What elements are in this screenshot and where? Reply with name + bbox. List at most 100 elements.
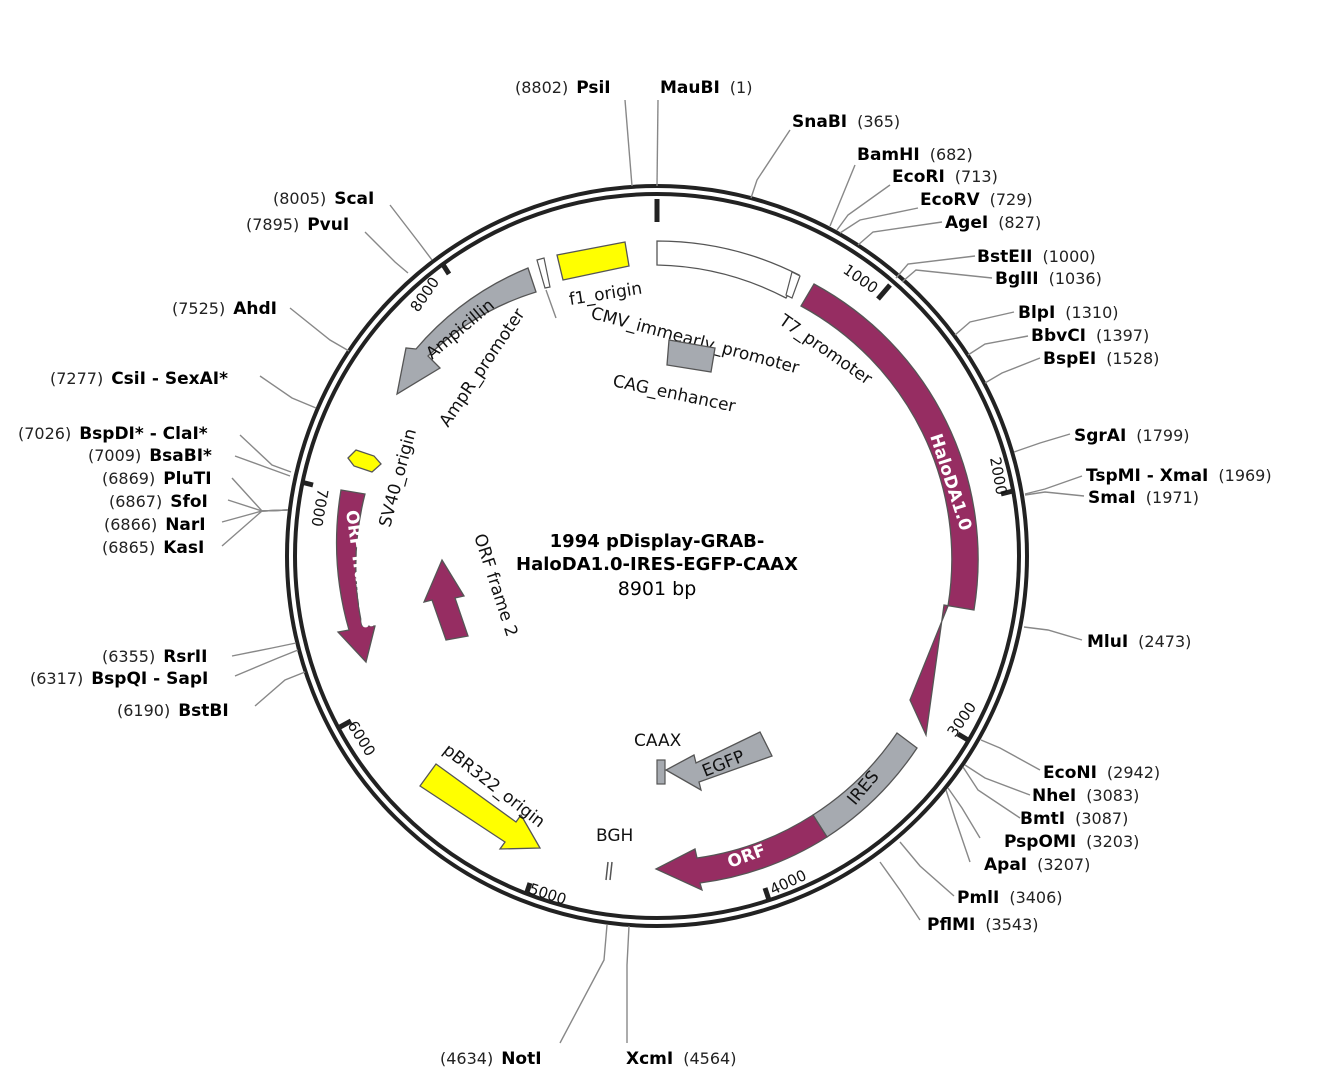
leader-bspei [984,357,1041,384]
site-pspomi: PspOMI(3203) [1004,832,1139,852]
site-ecori: EcoRI(713) [892,167,998,187]
t7-promoter-marker [785,271,801,299]
leader-ecori [836,184,891,231]
site-tspmi-xmai: TspMI - XmaI(1969) [1086,466,1272,486]
leader-bbvci [967,335,1029,356]
site-nari: (6866)NarI [104,515,206,535]
site-bspqi-sapi: (6317)BspQI - SapI [30,669,208,689]
orf-frame2-label: ORF frame 2 [469,531,521,639]
tick-6000 [338,718,353,730]
tick-label-7000: 7000 [307,487,331,528]
site-bsabi: (7009)BsaBI* [88,446,212,466]
site-noti: (4634)NotI [440,1049,542,1069]
leader-sgrai [1013,433,1071,453]
leader-ecorv [839,207,919,234]
leader-bstbi [254,671,306,707]
leader-noti [559,924,608,1044]
cag-enhancer-box [666,339,716,373]
site-pluti: (6869)PluTI [102,469,212,489]
leader-bmti [962,766,1021,819]
site-csii-sexai: (7277)CsiI - SexAI* [50,369,228,389]
site-blpi: BlpI(1310) [1018,303,1118,323]
plasmid-length: 8901 bp [618,578,697,600]
leader-sfoi [227,499,289,512]
tick-2000 [1000,488,1014,497]
cag-enhancer-label: CAG_enhancer [611,371,737,417]
site-bspei: BspEI(1528) [1043,349,1159,369]
site-pmli: PmlI(3406) [957,888,1063,908]
cmv-promoter-arrow [656,240,800,299]
site-econi: EcoNI(2942) [1043,763,1160,783]
leader-snabi [750,129,791,199]
leader-pspomi [947,787,981,839]
site-rsrii: (6355)RsrII [102,647,207,667]
ampr-promoter-marker [536,257,551,289]
leader-pvui [364,231,409,274]
site-bamhi: BamHI(682) [857,145,973,165]
site-bglii: BglII(1036) [995,269,1102,289]
site-leaders [221,99,1085,1044]
ampr-promoter-leader [545,289,557,319]
sv40-origin-label: SV40_origin [376,427,421,530]
leader-tspmi [1024,475,1083,495]
leader-pluti [231,477,289,512]
tick-label-6000: 6000 [344,718,380,760]
site-sgrai: SgrAI(1799) [1074,426,1189,446]
site-apai: ApaI(3207) [984,855,1090,875]
site-kasi: (6865)KasI [102,538,204,558]
caax-marker [656,759,666,785]
tick-3000 [956,731,970,743]
leader-kasi [221,509,289,547]
leader-agei [857,221,943,246]
position-ticks [300,199,1014,901]
leader-econi [980,739,1041,771]
egfp-arrow [664,731,773,792]
leader-scai [389,204,433,261]
sv40-origin-arrow [347,449,382,473]
pbr322-origin-arrow [419,763,542,850]
site-bsteii: BstEII(1000) [977,247,1096,267]
tick-1000 [876,283,892,301]
site-pvui: (7895)PvuI [246,215,349,235]
orf-arrow [654,814,828,892]
site-smai: SmaI(1971) [1088,488,1199,508]
bgh-marker-b [609,861,613,881]
leader-blpi [954,311,1015,336]
leader-csii [259,375,317,409]
f1-origin-arrow [556,241,630,281]
site-bmti: BmtI(3087) [1020,809,1128,829]
site-ecorv: EcoRV(729) [920,190,1033,210]
tick-4000 [762,887,772,901]
orf-frame2-arrow [422,558,469,641]
leader-bglii [901,269,993,283]
leader-nari [221,509,289,523]
site-mlui: MluI(2473) [1087,632,1191,652]
leader-ahdi [289,307,350,352]
f1-origin-label: f1_origin [568,279,644,310]
tick-label-3000: 3000 [944,699,981,741]
halo-da-arrow [800,283,979,738]
site-sfoi: (6867)SfoI [109,492,208,512]
site-nhei: NheI(3083) [1032,786,1139,806]
plasmid-title-line1: 1994 pDisplay-GRAB- [550,531,765,552]
leader-pmli [899,841,955,897]
leader-nhei [964,764,1031,796]
leader-bamhi [829,164,856,227]
caax-label: CAAX [634,731,682,751]
orf-frame3-arrow [335,489,376,664]
ampicillin-arrow [396,267,537,396]
site-bspdi-clai: (7026)BspDI* - ClaI* [18,424,208,444]
leader-maubi [656,99,659,187]
leader-bsabi [234,455,291,477]
tick-7000 [300,479,314,488]
site-pflmi: PflMI(3543) [927,915,1039,935]
site-snabi: SnaBI(365) [792,112,900,132]
plasmid-title-line2: HaloDA1.0-IRES-EGFP-CAAX [516,554,798,575]
bgh-label: BGH [596,826,633,846]
leader-smai [1024,491,1085,497]
tick-5000 [523,882,533,896]
site-agei: AgeI(827) [945,213,1041,233]
site-maubi: MauBI(1) [660,78,752,98]
leader-bspdi [239,434,292,473]
